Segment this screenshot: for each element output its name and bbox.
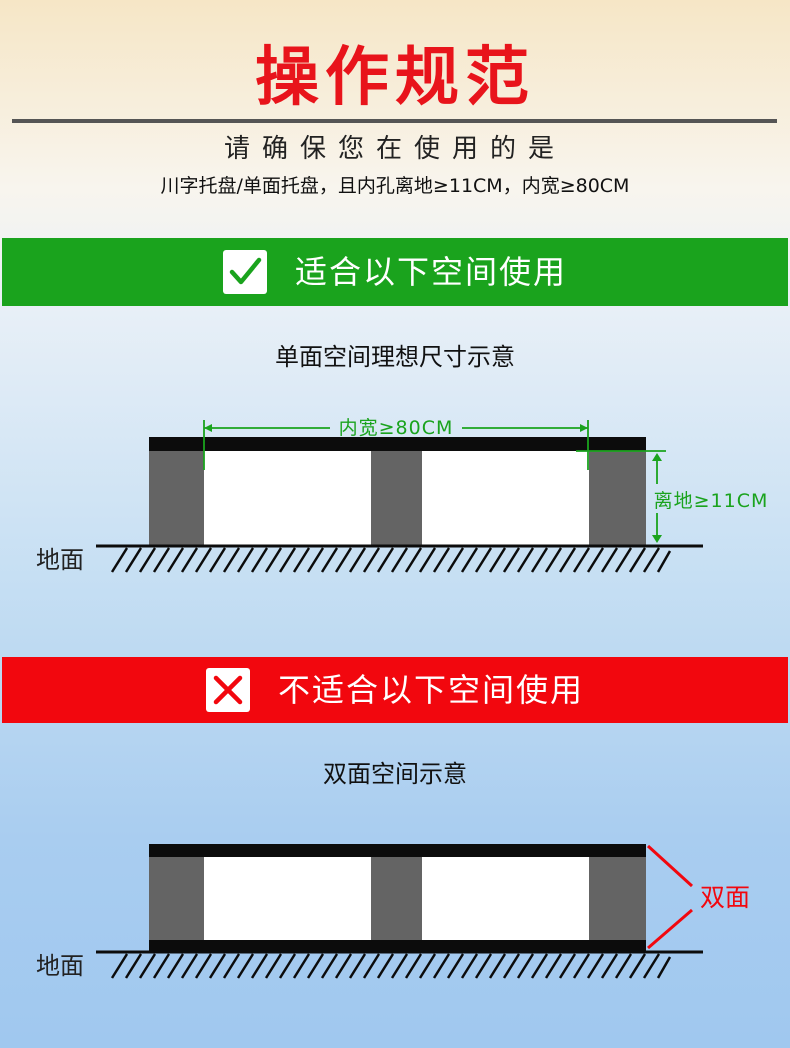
pallet-opening <box>204 451 371 546</box>
subtitle-line-2: 川字托盘/单面托盘，且内孔离地≥11CM，内宽≥80CM <box>160 175 630 197</box>
height-dimension <box>576 450 666 543</box>
cross-icon <box>205 668 250 712</box>
width-dimension <box>203 420 589 470</box>
double-side-pointers <box>646 844 694 950</box>
pallet-bottom-deck <box>149 940 646 952</box>
pallet-opening <box>204 857 371 940</box>
pallet-top-deck <box>149 844 646 857</box>
pallet-leg-right <box>589 857 646 940</box>
pallet-leg-left <box>149 857 204 940</box>
ground-label: 地面 <box>36 546 84 574</box>
pallet-opening <box>422 451 589 546</box>
subtitle-line-1: 请确保您在使用的是 <box>223 134 566 164</box>
single-side-caption: 单面空间理想尺寸示意 <box>275 343 515 371</box>
pallet-leg-middle <box>371 451 422 546</box>
unsuitable-banner-text: 不适合以下空间使用 <box>277 671 584 709</box>
unsuitable-banner: 不适合以下空间使用 <box>2 657 788 723</box>
suitable-banner-text: 适合以下空间使用 <box>294 253 567 291</box>
pallet-leg-middle <box>371 857 422 940</box>
double-side-pallet-diagram: 双面 <box>96 844 750 979</box>
width-label: 内宽≥80CM <box>339 417 454 439</box>
ground-hatching <box>110 547 672 573</box>
pallet-top-deck <box>149 437 646 451</box>
double-side-label: 双面 <box>700 883 750 912</box>
pallet-opening <box>422 857 589 940</box>
ground-label: 地面 <box>36 952 84 980</box>
double-side-caption: 双面空间示意 <box>323 760 467 788</box>
height-label: 离地≥11CM <box>654 490 769 512</box>
single-side-pallet-diagram: 内宽≥80CM 离地≥11CM <box>96 417 769 573</box>
check-icon <box>222 250 267 294</box>
page-title: 操作规范 <box>255 41 535 115</box>
suitable-banner: 适合以下空间使用 <box>2 238 788 306</box>
pallet-leg-left <box>149 451 204 546</box>
ground-hatching <box>110 953 672 979</box>
pallet-leg-right <box>589 451 646 546</box>
title-divider <box>12 119 777 123</box>
